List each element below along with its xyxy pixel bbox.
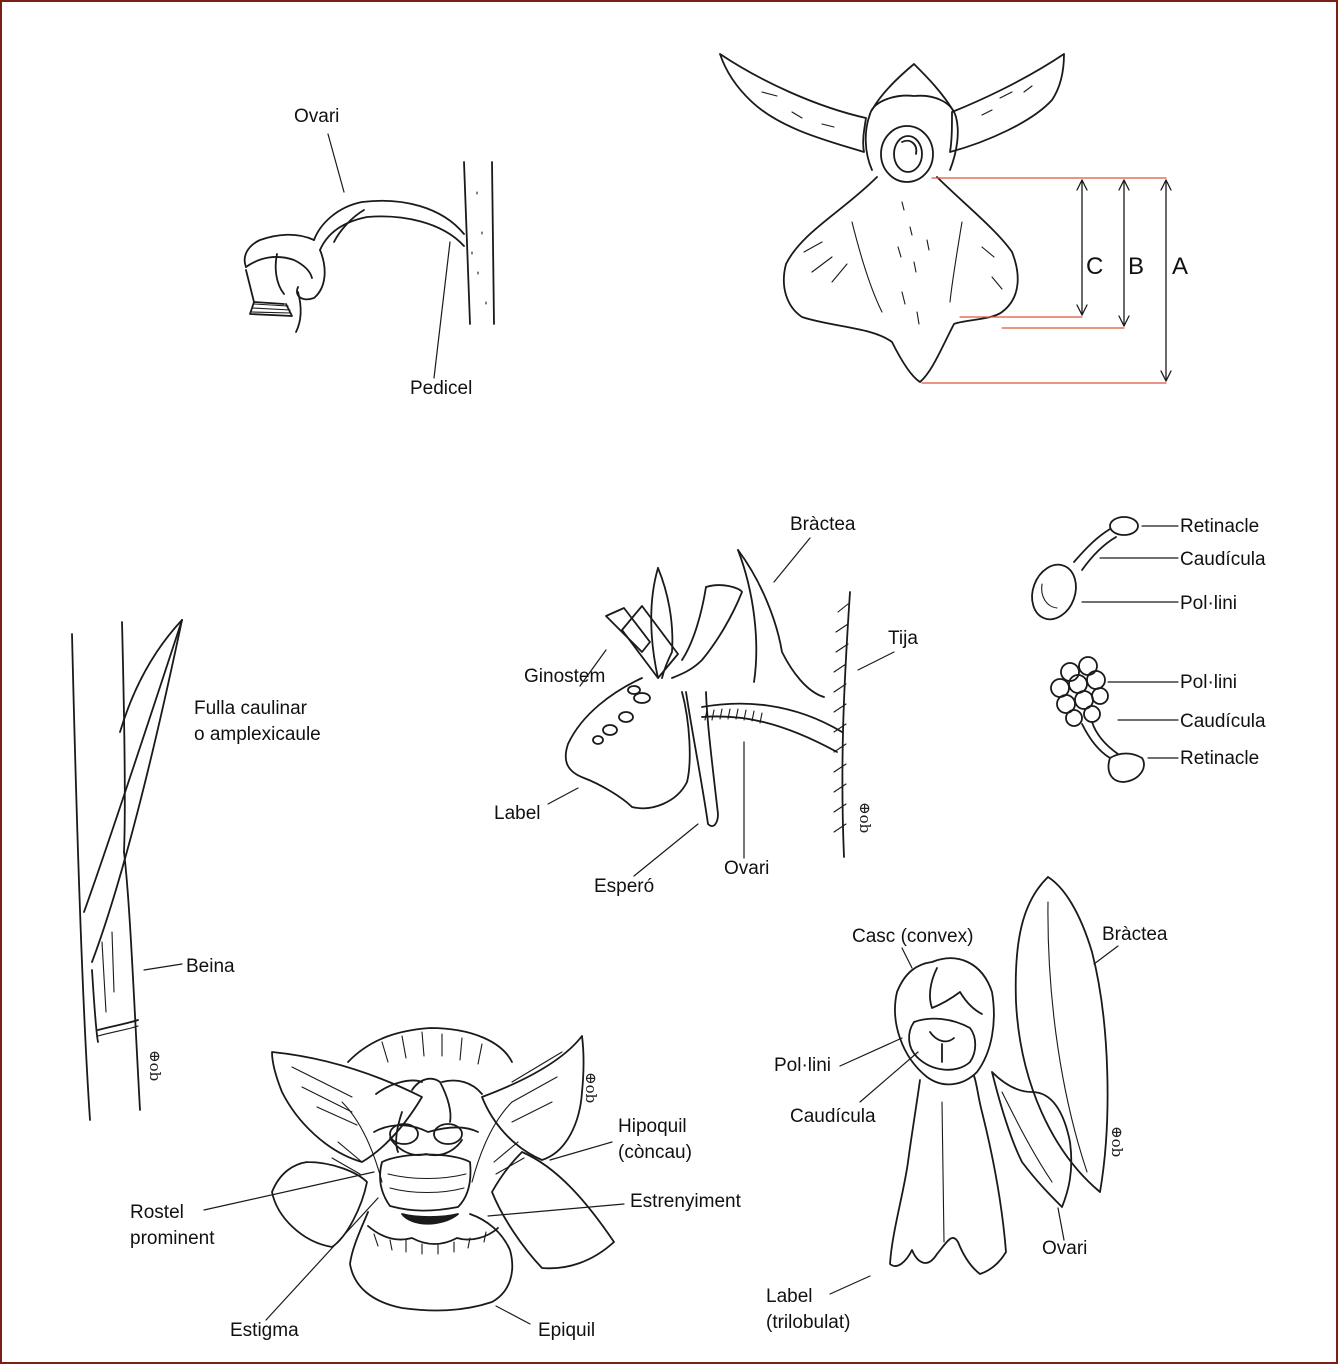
label-caudicula-1: Caudícula xyxy=(1180,547,1266,573)
label-espero: Esperó xyxy=(594,874,654,900)
artist-signature: ⊕ob xyxy=(1108,1126,1126,1157)
label-fulla-line1: Fulla caulinar xyxy=(194,696,307,722)
label-caudicula-2: Caudícula xyxy=(1180,709,1266,735)
label-dimension-c: C xyxy=(1086,254,1103,280)
label-label-tri-line1: Label xyxy=(766,1284,813,1310)
label-rostel-line2: prominent xyxy=(130,1226,215,1252)
label-tija: Tija xyxy=(888,626,918,652)
drawing-pollinia xyxy=(1025,517,1144,782)
label-bractea-1: Bràctea xyxy=(790,512,855,538)
label-ovari-3: Ovari xyxy=(1042,1236,1087,1262)
drawing-flower-front-labellum xyxy=(272,1028,614,1310)
label-pollini-3: Pol·lini xyxy=(774,1053,831,1079)
label-rostel-line1: Rostel xyxy=(130,1200,184,1226)
label-retinacle-2: Retinacle xyxy=(1180,746,1259,772)
label-estigma: Estigma xyxy=(230,1318,299,1344)
label-bractea-2: Bràctea xyxy=(1102,922,1167,948)
label-hipoquil-line2: (còncau) xyxy=(618,1140,692,1166)
artist-signature: ⊕ob xyxy=(582,1072,600,1103)
drawing-flower-pedicel xyxy=(245,162,494,332)
label-pedicel: Pedicel xyxy=(410,376,472,402)
label-ovari-1: Ovari xyxy=(294,104,339,130)
drawing-flower-on-stem xyxy=(566,550,850,857)
label-label-tri-line2: (trilobulat) xyxy=(766,1310,850,1336)
label-fulla-line2: o amplexicaule xyxy=(194,722,321,748)
label-hipoquil-line1: Hipoquil xyxy=(618,1114,687,1140)
label-ovari-2: Ovari xyxy=(724,856,769,882)
label-dimension-b: B xyxy=(1128,254,1144,280)
label-retinacle-1: Retinacle xyxy=(1180,514,1259,540)
label-label-1: Label xyxy=(494,801,541,827)
label-casc: Casc (convex) xyxy=(852,924,973,950)
label-pollini-2: Pol·lini xyxy=(1180,670,1237,696)
label-caudicula-3: Caudícula xyxy=(790,1104,876,1130)
label-ginostem: Ginostem xyxy=(524,664,605,690)
label-estrenyiment: Estrenyiment xyxy=(630,1189,741,1215)
label-epiquil: Epiquil xyxy=(538,1318,595,1344)
artist-signature: ⊕ob xyxy=(146,1050,164,1081)
drawing-stem-leaf xyxy=(72,620,182,1120)
drawing-labellum-dimensions xyxy=(720,54,1064,382)
label-dimension-a: A xyxy=(1172,254,1188,280)
artist-signature: ⊕ob xyxy=(856,802,874,833)
label-pollini-1: Pol·lini xyxy=(1180,591,1237,617)
label-beina: Beina xyxy=(186,954,235,980)
